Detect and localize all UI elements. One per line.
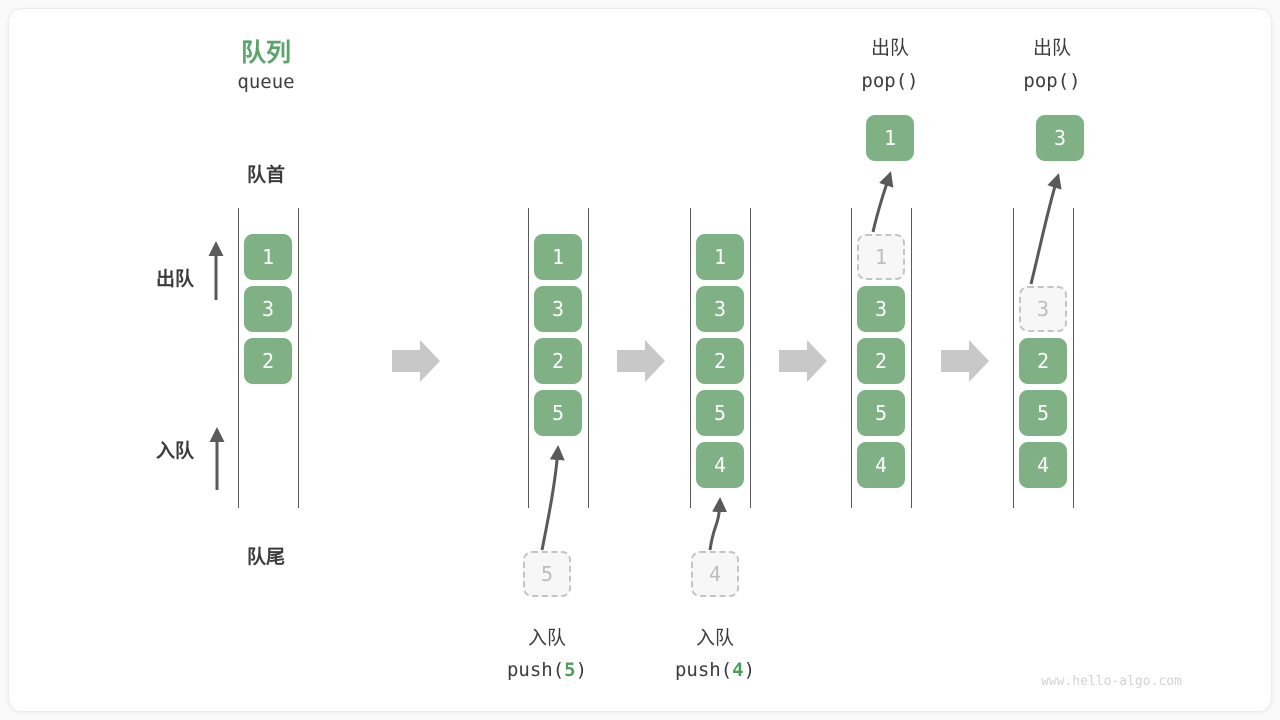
queue-rail-left-step5 — [1013, 208, 1014, 508]
popped-element: 1 — [866, 115, 914, 161]
queue-rail-left-step3 — [690, 208, 691, 508]
queue-element: 3 — [244, 286, 292, 332]
step-header-code: pop() — [1023, 70, 1081, 92]
step-caption-code: push(4) — [674, 659, 756, 681]
diagram-card — [8, 8, 1272, 712]
queue-element: 2 — [534, 338, 582, 384]
queue-element: 4 — [857, 442, 905, 488]
incoming-ghost-element: 5 — [523, 551, 571, 597]
diagram-title-cn: 队列 — [240, 39, 291, 67]
push-arg: 5 — [564, 659, 576, 681]
queue-front-label: 队首 — [246, 165, 285, 186]
queue-rail-right-step2 — [588, 208, 589, 508]
queue-element: 2 — [244, 338, 292, 384]
push-arg: 4 — [732, 659, 744, 681]
queue-element: 2 — [1019, 338, 1067, 384]
queue-rail-left-step1 — [238, 208, 239, 508]
queue-element: 1 — [696, 234, 744, 280]
removed-ghost-element: 3 — [1019, 286, 1067, 332]
queue-element-new: 4 — [696, 442, 744, 488]
enqueue-direction-label: 入队 — [155, 441, 194, 462]
queue-rail-right-step5 — [1073, 208, 1074, 508]
queue-element: 5 — [857, 390, 905, 436]
queue-element-new: 5 — [534, 390, 582, 436]
dequeue-direction-label: 出队 — [155, 269, 194, 290]
queue-element: 2 — [696, 338, 744, 384]
diagram-title-en: queue — [237, 71, 295, 93]
queue-element: 2 — [857, 338, 905, 384]
watermark: www.hello-algo.com — [1041, 674, 1182, 689]
step-header-cn: 出队 — [1032, 38, 1071, 59]
incoming-ghost-element: 4 — [691, 551, 739, 597]
queue-rail-right-step3 — [750, 208, 751, 508]
queue-element: 3 — [857, 286, 905, 332]
queue-rail-left-step4 — [851, 208, 852, 508]
step-header-code: pop() — [861, 70, 919, 92]
queue-element: 3 — [696, 286, 744, 332]
queue-rear-label: 队尾 — [246, 547, 285, 568]
queue-element: 5 — [696, 390, 744, 436]
queue-rail-right-step4 — [911, 208, 912, 508]
step-header-cn: 出队 — [870, 38, 909, 59]
queue-element: 1 — [244, 234, 292, 280]
removed-ghost-element: 1 — [857, 234, 905, 280]
queue-element: 4 — [1019, 442, 1067, 488]
queue-element: 1 — [534, 234, 582, 280]
queue-rail-right-step1 — [298, 208, 299, 508]
popped-element: 3 — [1036, 115, 1084, 161]
queue-rail-left-step2 — [528, 208, 529, 508]
queue-element: 3 — [534, 286, 582, 332]
step-caption-cn: 入队 — [695, 628, 734, 649]
queue-element: 5 — [1019, 390, 1067, 436]
step-caption-cn: 入队 — [527, 628, 566, 649]
step-caption-code: push(5) — [506, 659, 588, 681]
